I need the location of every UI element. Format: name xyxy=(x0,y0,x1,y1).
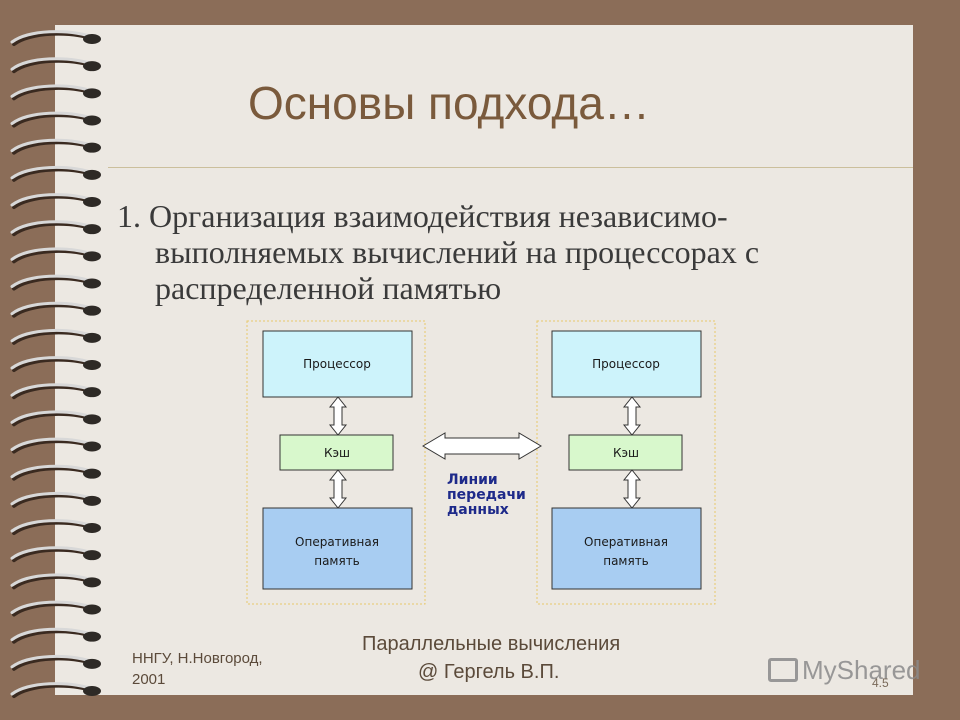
body-line-3: распределенной памятью xyxy=(155,270,502,306)
watermark-text: MyShared xyxy=(802,655,921,685)
spiral-ring xyxy=(10,84,101,101)
watermark-icon xyxy=(768,658,798,682)
spiral-ring xyxy=(10,654,101,671)
node-2-cache-box xyxy=(568,434,683,471)
spiral-ring xyxy=(10,328,101,345)
spiral-ring xyxy=(10,437,101,454)
link-label-3: данных xyxy=(447,502,509,518)
node-1-processor-label: Процессор xyxy=(303,357,371,371)
node-2-lower-arrow xyxy=(622,469,642,509)
spiral-ring xyxy=(10,165,101,182)
spiral-ring xyxy=(10,464,101,481)
node-2: Процессор Кэш Оперативная память xyxy=(536,320,716,605)
node-2-upper-arrow xyxy=(622,396,642,436)
spiral-ring xyxy=(10,546,101,563)
node-2-memory-label-2: память xyxy=(603,554,649,568)
slide-canvas xyxy=(55,25,913,695)
spiral-ring xyxy=(10,410,101,427)
node-2-memory-box xyxy=(551,507,702,590)
spiral-ring xyxy=(10,519,101,535)
spiral-ring xyxy=(10,247,101,264)
node-1-processor-box xyxy=(262,330,413,398)
spiral-binding xyxy=(10,30,101,698)
link-label-1: Линии xyxy=(447,472,498,488)
page-number: 4.5 xyxy=(872,676,889,690)
footer-course-line-1: Параллельные вычисления xyxy=(362,633,621,655)
node-1-memory-label-1: Оперативная xyxy=(295,535,379,549)
node-2-cache-label: Кэш xyxy=(613,446,639,460)
spiral-ring xyxy=(10,30,101,46)
link-label-2: передачи xyxy=(447,487,526,503)
spiral-ring xyxy=(10,682,101,698)
body-line-2: выполняемых вычислений на процессорах с xyxy=(155,234,760,270)
spiral-ring xyxy=(10,193,101,209)
node-1-frame xyxy=(246,320,426,605)
slide-title: Основы подхода… xyxy=(248,77,650,129)
node-1-cache-box xyxy=(279,434,394,471)
footer-course-line-2: @ Гергель В.П. xyxy=(418,661,560,683)
spiral-ring xyxy=(10,138,101,155)
spiral-ring xyxy=(10,220,101,237)
watermark-logo: MyShared xyxy=(768,655,921,686)
spiral-ring xyxy=(10,573,101,590)
spiral-ring xyxy=(10,383,101,400)
body-line-1: 1. Организация взаимодействия независимо… xyxy=(117,198,728,234)
spiral-ring xyxy=(10,356,101,372)
spiral-ring xyxy=(10,301,101,318)
node-1-memory-box xyxy=(262,507,413,590)
node-2-frame xyxy=(536,320,716,605)
spiral-ring xyxy=(10,57,101,74)
spiral-ring xyxy=(10,111,101,128)
data-link-arrow xyxy=(422,432,542,460)
node-1-upper-arrow xyxy=(328,396,348,436)
spiral-ring xyxy=(10,274,101,291)
footer-org-line-2: 2001 xyxy=(132,671,166,688)
node-2-processor-label: Процессор xyxy=(592,357,660,371)
node-2-processor-box xyxy=(551,330,702,398)
node-1-lower-arrow xyxy=(328,469,348,509)
spiral-ring xyxy=(10,627,101,644)
node-1-memory-label-2: память xyxy=(314,554,360,568)
footer-org-line-1: ННГУ, Н.Новгород, xyxy=(132,650,263,667)
spiral-ring xyxy=(10,600,101,617)
node-1-cache-label: Кэш xyxy=(324,446,350,460)
title-divider xyxy=(108,167,913,168)
spiral-ring xyxy=(10,491,101,508)
node-1: Процессор Кэш Оперативная память xyxy=(246,320,426,605)
node-2-memory-label-1: Оперативная xyxy=(584,535,668,549)
